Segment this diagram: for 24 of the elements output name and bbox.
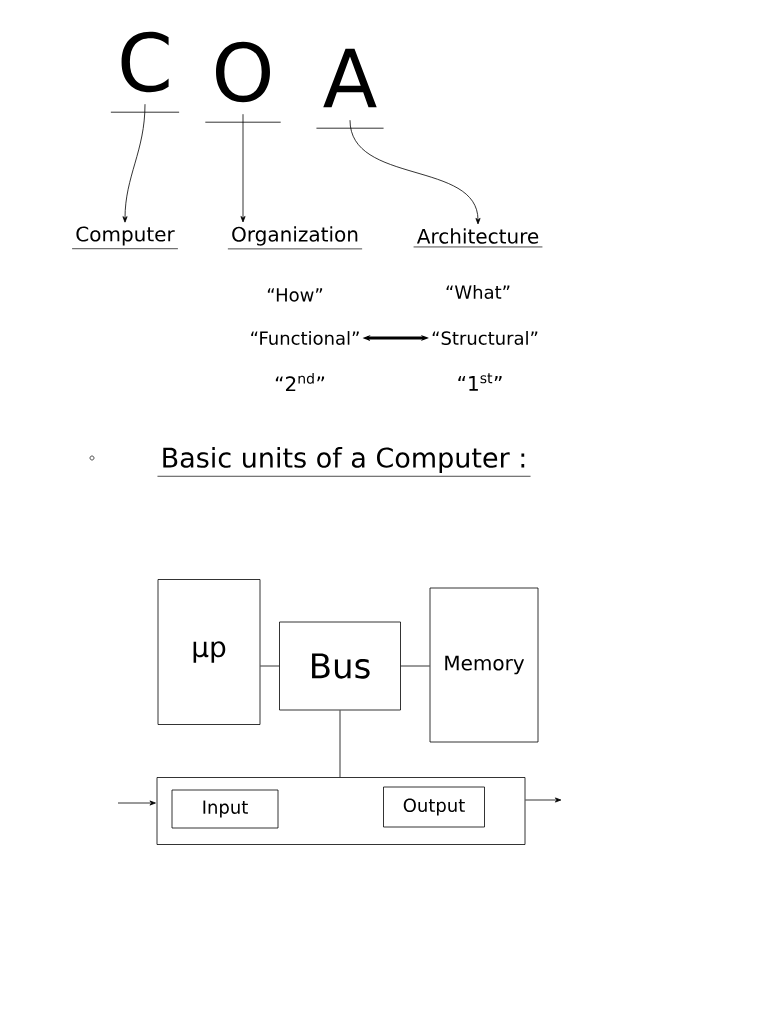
underlined-word: Architecture [413, 228, 543, 248]
handwritten-word: “What” [446, 285, 510, 299]
letter: C [110, 31, 180, 113]
underlined-heading: Basic units of a Computer : [157, 446, 531, 477]
underlined-word: Computer [71, 226, 179, 250]
handwritten-word: “1$^{st}$” [458, 373, 502, 391]
handwritten-word: “Functional” [251, 331, 359, 345]
block-box: Bus [279, 621, 401, 711]
handwritten-word: “How” [267, 288, 323, 302]
block-box: μp [157, 579, 261, 725]
handwritten-word: “2$^{nd}$” [275, 372, 325, 392]
arrow [525, 797, 562, 803]
arrow [349, 119, 481, 225]
arrow [117, 800, 156, 806]
block-box: Memory [429, 587, 539, 743]
block-box: Input [171, 789, 279, 829]
block-box: Output [383, 786, 485, 828]
handwritten-word: “Structural” [432, 331, 538, 345]
arrow [240, 113, 246, 223]
underlined-word: Organization [227, 226, 363, 250]
letter: O [204, 41, 282, 123]
arrow [122, 103, 146, 223]
letter: A [316, 48, 384, 129]
block-box [156, 777, 526, 845]
